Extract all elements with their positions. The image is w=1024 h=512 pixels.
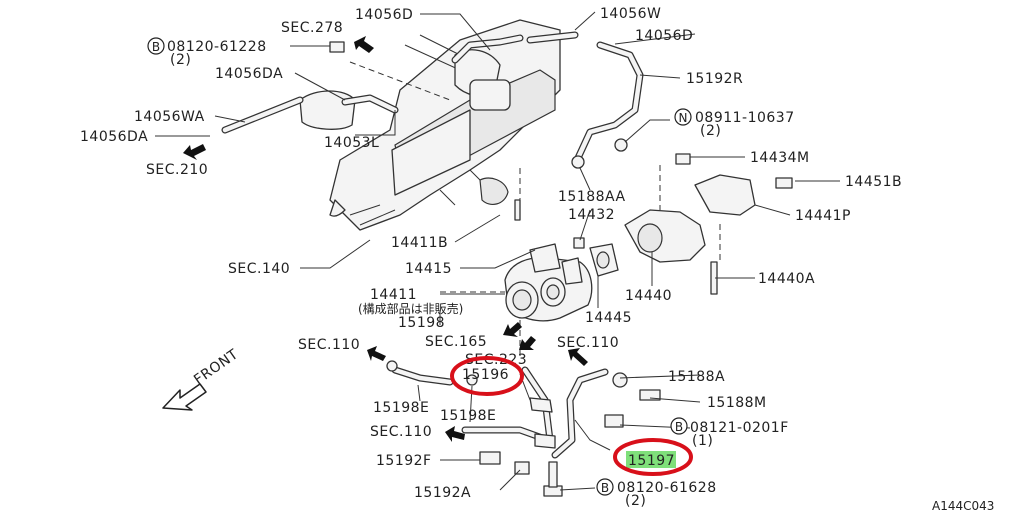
circled-markers: B N B B: [147, 37, 692, 496]
label-08120-61628-qty: (2): [625, 493, 646, 509]
arrow-sec278-icon: [354, 36, 374, 53]
label-sec110-right: SEC.110: [557, 335, 619, 351]
bolts: [329, 41, 793, 497]
label-14056d-right: 14056D: [635, 28, 693, 44]
ring-15196: [450, 356, 524, 396]
arrow-sec210-icon: [183, 144, 206, 160]
leader-lines: [155, 11, 840, 491]
label-15188aa: 15188AA: [558, 189, 626, 205]
turbocharger-14411: [504, 243, 593, 322]
part-15197-highlight: [626, 451, 676, 468]
marker-b-3: B: [601, 481, 609, 495]
label-14445: 14445: [585, 310, 632, 326]
label-15188a: 15188A: [668, 369, 725, 385]
label-15192r: 15192R: [686, 71, 743, 87]
oil-pipe-15192r: [571, 41, 644, 169]
arrow-sec110-bottom-icon: [445, 426, 465, 442]
coolant-hose-assembly: [221, 31, 579, 134]
label-14056d-top: 14056D: [355, 7, 413, 23]
label-08120-61628: 08120-61628: [617, 480, 717, 496]
label-14451b: 14451B: [845, 174, 902, 190]
label-15192a: 15192A: [414, 485, 471, 501]
label-sec140: SEC.140: [228, 261, 290, 277]
direction-arrows: [183, 36, 588, 442]
label-14056wa: 14056WA: [134, 109, 205, 125]
part-labels: 14056D 14056W 14056D 08120-61228 (2) SEC…: [80, 6, 994, 512]
label-08911-10637-qty: (2): [700, 123, 721, 139]
label-sec278: SEC.278: [281, 20, 343, 36]
label-14434m: 14434M: [750, 150, 810, 166]
dashed-lines: [349, 61, 721, 360]
front-label: FRONT: [191, 346, 241, 388]
label-14056da-top: 14056DA: [215, 66, 283, 82]
label-14056w: 14056W: [600, 6, 661, 22]
label-14411b: 14411B: [391, 235, 448, 251]
label-15196[interactable]: 15196: [462, 367, 509, 383]
label-14432: 14432: [568, 207, 615, 223]
arrow-sec110-right-icon: [568, 348, 588, 366]
label-14440a: 14440A: [758, 271, 815, 287]
label-08120-61228-qty: (2): [170, 52, 191, 68]
figure-code: A144C043: [932, 499, 994, 512]
label-15192f: 15192F: [376, 453, 432, 469]
ring-15197: [613, 438, 693, 476]
arrow-sec223-icon: [519, 336, 536, 350]
label-15188m: 15188M: [707, 395, 767, 411]
label-14440: 14440: [625, 288, 672, 304]
front-arrow-icon: [162, 383, 207, 411]
intake-manifold: [329, 19, 561, 231]
label-sec165: SEC.165: [425, 334, 487, 350]
front-indicator: FRONT: [162, 346, 242, 411]
label-14411: 14411: [370, 287, 417, 303]
label-14415: 14415: [405, 261, 452, 277]
marker-b-1: B: [152, 40, 160, 54]
arrow-sec110-left-icon: [367, 346, 386, 361]
label-14053l: 14053L: [324, 135, 379, 151]
label-08121-0201f-qty: (1): [692, 433, 713, 449]
label-sec110-bottom: SEC.110: [370, 424, 432, 440]
label-14441p: 14441P: [795, 208, 851, 224]
label-14056da-left: 14056DA: [80, 129, 148, 145]
label-14411-note: (構成部品は非販売): [358, 301, 463, 316]
arrow-sec165-icon: [503, 322, 522, 337]
lower-pipes: [386, 360, 609, 465]
highlighted-parts: 15196 15197: [450, 356, 693, 476]
marker-n: N: [679, 111, 688, 125]
label-15198e-left: 15198E: [373, 400, 429, 416]
label-15198e-mid: 15198E: [440, 408, 496, 424]
label-sec210: SEC.210: [146, 162, 208, 178]
label-15198: 15198: [398, 315, 445, 331]
label-08121-0201f: 08121-0201F: [690, 420, 789, 436]
marker-b-2: B: [675, 420, 683, 434]
label-15197[interactable]: 15197: [628, 453, 675, 469]
label-08120-61228: 08120-61228: [167, 39, 267, 55]
label-08911-10637: 08911-10637: [695, 110, 795, 126]
label-sec110-left: SEC.110: [298, 337, 360, 353]
